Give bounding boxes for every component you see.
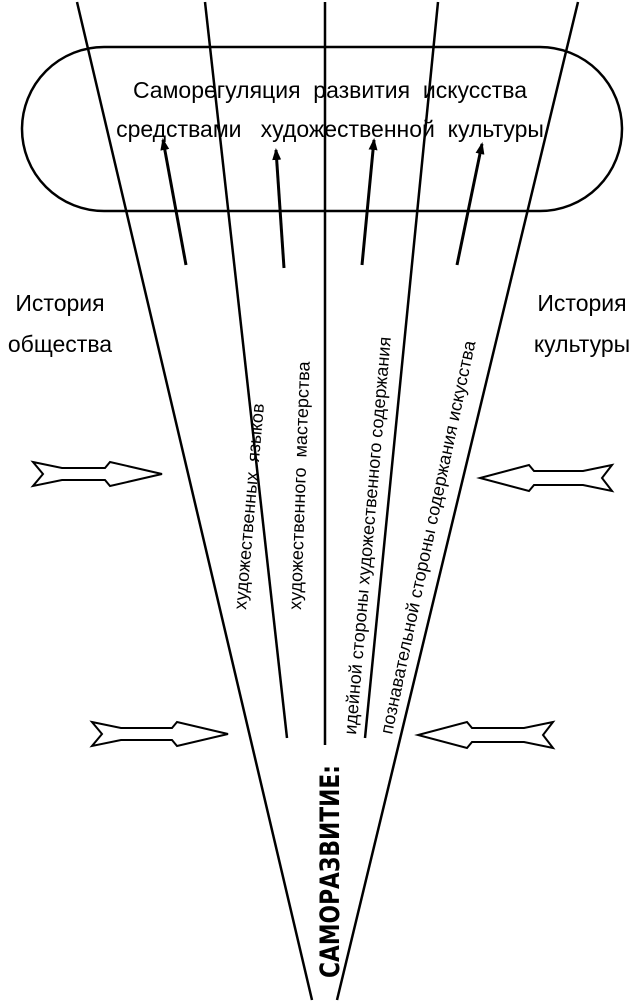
ray-label-ideological: идейной стороны художественного содержан… [340,336,395,735]
funnel-right-edge [335,1,580,1001]
arrow-up-icon [272,148,286,269]
self-regulation-box [20,45,624,213]
ray-divider-left [203,1,289,739]
right-side-label-line1: История [537,290,626,316]
ray-label-mastery: художественного мастерства [285,360,314,610]
left-side-label-line1: История [15,290,104,316]
box-title-line2: средствами художественной культуры [116,116,544,142]
box-title-line1: Саморегуляция развития искусства [133,77,527,103]
hollow-arrows [30,460,615,750]
right-side-label-line2: культуры [534,331,630,357]
core-label-self-development: САМОРАЗВИТИЕ: [315,765,346,978]
left-side-label-line2: общества [8,331,112,357]
arrow-up-icon [360,138,378,266]
ray-divider-right [363,1,440,739]
hollow-double-arrow-icon [414,720,556,750]
arrow-up-icon [455,142,485,266]
hollow-double-arrow-icon [476,463,615,493]
arrow-up-icon [160,138,188,266]
ray-label-cognitive: познавательной стороны содержания искусс… [376,338,479,736]
funnel-lines [75,1,580,1001]
funnel-left-edge [75,1,314,1001]
hollow-double-arrow-icon [30,460,163,488]
ray-arrows [160,138,485,269]
hollow-double-arrow-icon [89,720,229,748]
